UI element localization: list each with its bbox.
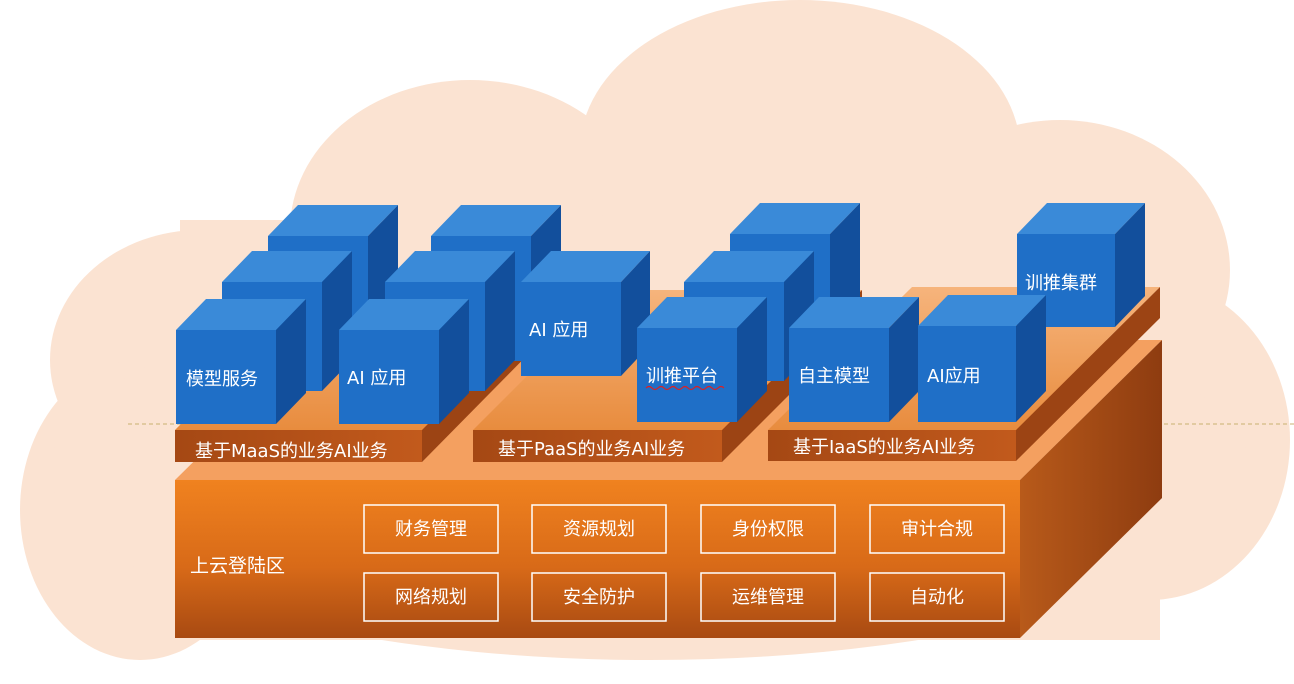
svg-text:安全防护: 安全防护 xyxy=(563,587,635,608)
svg-text:资源规划: 资源规划 xyxy=(563,519,635,540)
cube-label: AI应用 xyxy=(927,366,981,387)
cube: AI 应用 xyxy=(339,299,469,424)
svg-text:运维管理: 运维管理 xyxy=(732,587,804,608)
cube-label: 模型服务 xyxy=(186,369,258,390)
service-box[interactable]: 财务管理 xyxy=(363,504,499,554)
svg-text:自动化: 自动化 xyxy=(910,587,964,608)
cube: AI 应用 xyxy=(521,251,650,376)
service-box[interactable]: 自动化 xyxy=(869,572,1005,622)
landing-zone-label: 上云登陆区 xyxy=(190,555,285,577)
svg-text:网络规划: 网络规划 xyxy=(395,587,467,608)
cube: 训推集群 xyxy=(1017,203,1145,327)
cube-label: 训推平台 xyxy=(646,366,718,387)
service-box[interactable]: 身份权限 xyxy=(700,504,836,554)
spellcheck-underline xyxy=(645,385,725,391)
cube-label: 训推集群 xyxy=(1025,273,1097,294)
platform-label: 基于IaaS的业务AI业务 xyxy=(793,437,975,458)
platform-label: 基于PaaS的业务AI业务 xyxy=(498,439,685,460)
service-box[interactable]: 资源规划 xyxy=(531,504,667,554)
service-boxes: 财务管理 资源规划 身份权限 审计合规 网络规划 安全防护 运维管理 自动化 xyxy=(363,504,1005,622)
platform-label: 基于MaaS的业务AI业务 xyxy=(195,441,388,462)
service-box[interactable]: 审计合规 xyxy=(869,504,1005,554)
service-box[interactable]: 运维管理 xyxy=(700,572,836,622)
svg-text:审计合规: 审计合规 xyxy=(901,519,973,540)
service-box[interactable]: 安全防护 xyxy=(531,572,667,622)
svg-text:身份权限: 身份权限 xyxy=(732,519,804,540)
cube-label: 自主模型 xyxy=(798,366,870,387)
svg-text:财务管理: 财务管理 xyxy=(395,519,467,540)
cube-label: AI 应用 xyxy=(347,368,406,389)
cube: 自主模型 xyxy=(789,297,919,422)
cube: 模型服务 xyxy=(176,299,306,424)
cube: AI应用 xyxy=(918,295,1046,422)
cube: 训推平台 xyxy=(637,297,767,422)
service-box[interactable]: 网络规划 xyxy=(363,572,499,622)
cube-label: AI 应用 xyxy=(529,320,588,341)
